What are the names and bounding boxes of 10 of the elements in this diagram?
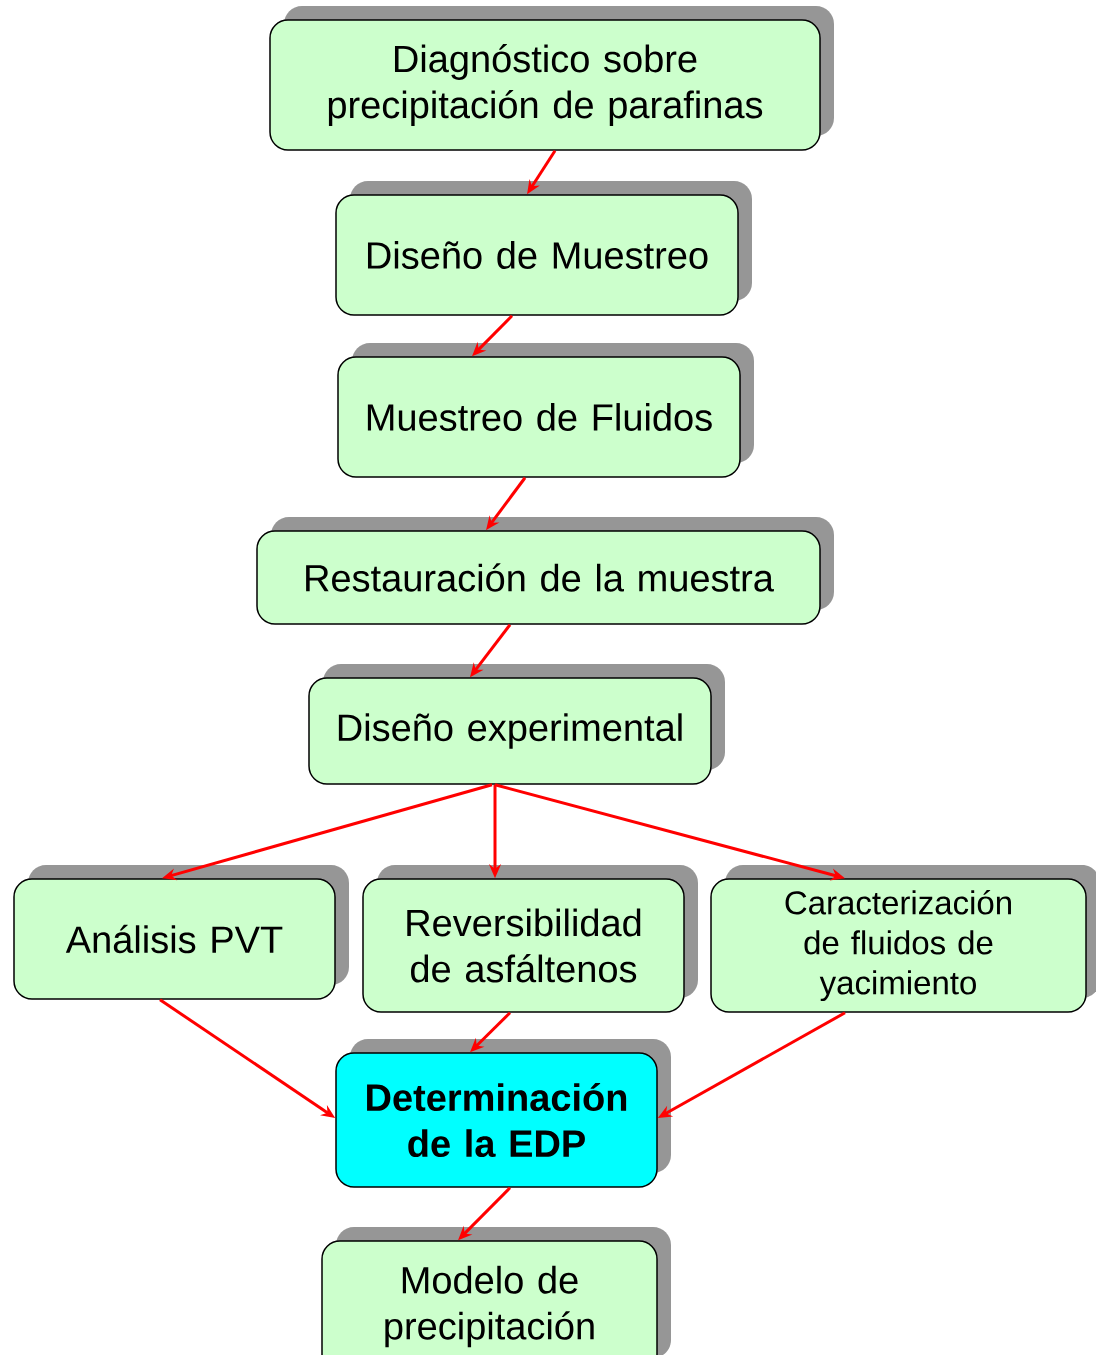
process-box: Diagnóstico sobre precipitación de parafinas <box>269 6 834 151</box>
process-box: Caracterización de fluidos de yacimiento <box>710 865 1096 1013</box>
process-box: Diseño experimental <box>308 664 725 785</box>
process-box: Reversibilidad de asfáltenos <box>362 865 698 1013</box>
process-box: Modelo de precipitación <box>321 1227 671 1355</box>
process-box: Determinación de la EDP <box>335 1039 671 1188</box>
process-box: Muestreo de Fluidos <box>337 343 754 478</box>
process-box: Restauración de la muestra <box>256 517 834 625</box>
process-box: Análisis PVT <box>13 865 349 1000</box>
process-box: Diseño de Muestreo <box>335 181 752 316</box>
